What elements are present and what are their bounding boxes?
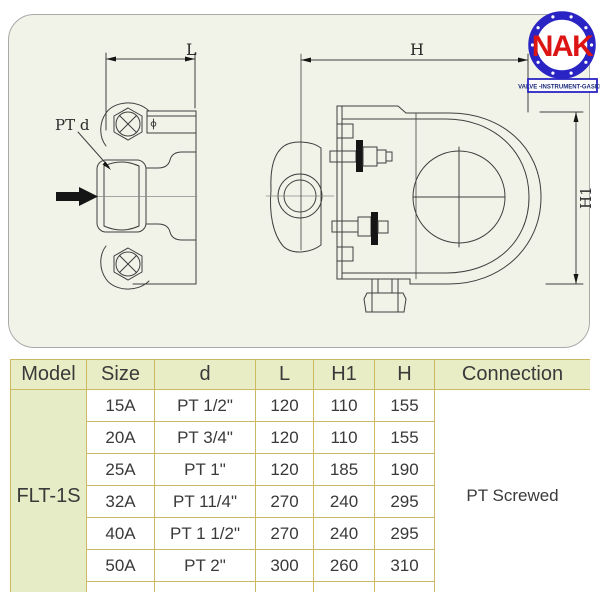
L-cell: 300 — [255, 549, 314, 582]
header-H: H — [374, 359, 435, 390]
L-cell: 120 — [255, 453, 314, 486]
L-cell: 270 — [255, 485, 314, 518]
header-size: Size — [86, 359, 155, 390]
L-cell: 120 — [255, 389, 314, 422]
d-cell: PT 11/4" — [154, 485, 256, 518]
connection-cell: PT Screwed — [434, 389, 590, 592]
cover-bolt-bottom — [331, 212, 389, 245]
technical-drawing: L H H1 PT d NAK VALVE -INSTRUMENT-GASKET — [55, 11, 600, 313]
H1-cell: 240 — [313, 517, 375, 550]
table-row-partial — [11, 581, 591, 592]
header-d: d — [154, 359, 256, 390]
H-cell: 155 — [374, 389, 435, 422]
header-L: L — [255, 359, 314, 390]
drain-plug — [363, 278, 407, 313]
header-row: Model Size d L H1 H Connection — [10, 359, 590, 390]
L-cell: 270 — [255, 517, 314, 550]
size-cell: 25A — [86, 453, 155, 486]
H1-cell: 110 — [313, 421, 375, 454]
d-cell: PT 1" — [154, 453, 256, 486]
size-cell: 50A — [86, 549, 155, 582]
H-cell: 295 — [374, 485, 435, 518]
dimension-L — [105, 52, 196, 131]
size-cell: 32A — [86, 485, 155, 518]
H-cell: 295 — [374, 517, 435, 550]
label-H1: H1 — [577, 186, 595, 209]
H-cell: 190 — [374, 453, 435, 486]
nak-logo: NAK VALVE -INSTRUMENT-GASKET — [518, 11, 600, 93]
H1-cell: 260 — [313, 549, 375, 582]
flow-arrow — [56, 187, 98, 206]
empty-cell — [313, 581, 375, 592]
size-cell: 20A — [86, 421, 155, 454]
empty-cell — [374, 581, 435, 592]
size-cell: 40A — [86, 517, 155, 550]
d-cell: PT 3/4" — [154, 421, 256, 454]
H1-cell: 240 — [313, 485, 375, 518]
logo-text: NAK — [532, 30, 594, 63]
L-cell: 120 — [255, 421, 314, 454]
empty-cell — [154, 581, 256, 592]
d-cell: PT 1/2" — [154, 389, 256, 422]
hex-bolt-top — [113, 107, 143, 141]
hex-bolt-bottom — [113, 247, 143, 281]
drawing-panel — [8, 14, 590, 348]
label-L: L — [186, 40, 197, 59]
side-view — [265, 105, 542, 313]
H-cell: 155 — [374, 421, 435, 454]
d-cell: PT 1 1/2" — [154, 517, 256, 550]
logo-tagline: VALVE -INSTRUMENT-GASKET — [518, 84, 600, 90]
header-model: Model — [10, 359, 87, 390]
H1-cell: 185 — [313, 453, 375, 486]
H1-cell: 110 — [313, 389, 375, 422]
dimension-H1 — [539, 111, 584, 285]
empty-cell — [86, 581, 155, 592]
label-H: H — [410, 40, 424, 59]
size-cell: 15A — [86, 389, 155, 422]
d-cell: PT 2" — [154, 549, 256, 582]
H-cell: 310 — [374, 549, 435, 582]
empty-cell — [255, 581, 314, 592]
inlet-port — [96, 159, 147, 233]
header-connection: Connection — [434, 359, 590, 390]
float-ball — [412, 146, 506, 248]
header-H1: H1 — [313, 359, 375, 390]
side-inlet — [265, 141, 335, 253]
logo-ring-dots — [530, 15, 594, 75]
model-cell: FLT-1S — [10, 389, 87, 592]
cover-bolt-top — [329, 140, 393, 172]
front-view — [56, 102, 198, 290]
label-PTd: PT d — [55, 116, 90, 134]
